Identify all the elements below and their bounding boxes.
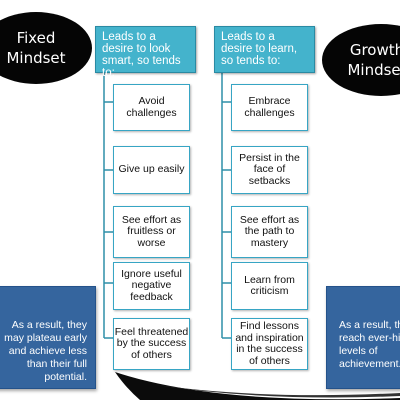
growth-connector	[221, 72, 231, 339]
growth-item-2-text: Persist in the face of setbacks	[239, 151, 300, 187]
fixed-item-1-text: Avoid challenges	[126, 95, 177, 119]
growth-item-1-text: Embrace challenges	[244, 95, 295, 119]
growth-item-5: Find lessons and inspiration in the succ…	[231, 318, 308, 370]
fixed-result-box: As a result, they may plateau early and …	[0, 286, 96, 389]
growth-result-text: As a result, they reach ever-higher leve…	[339, 319, 400, 370]
growth-item-4: Learn from criticism	[231, 262, 308, 310]
fixed-item-5-text: Feel threatened by the success of others	[114, 325, 189, 361]
growth-item-5-text: Find lessons and inspiration in the succ…	[235, 320, 304, 367]
growth-header-text: Leads to a desire to learn, so tends to:	[221, 31, 298, 67]
growth-item-4-text: Learn from criticism	[244, 273, 295, 297]
growth-item-3-text: See effort as the path to mastery	[239, 213, 300, 249]
fixed-item-3-text: See effort as fruitless or worse	[121, 213, 182, 249]
fixed-item-1: Avoid challenges	[113, 84, 190, 131]
fixed-item-4-text: Ignore useful negative feedback	[121, 267, 182, 303]
fixed-item-2: Give up easily	[113, 146, 190, 194]
fixed-header-text: Leads to a desire to look smart, so tend…	[102, 31, 181, 79]
growth-item-2: Persist in the face of setbacks	[231, 146, 308, 194]
fixed-connector	[103, 72, 113, 339]
growth-item-3: See effort as the path to mastery	[231, 206, 308, 258]
fixed-item-5: Feel threatened by the success of others	[113, 318, 190, 370]
growth-mindset-label: Growth Mindset	[347, 41, 400, 79]
fixed-result-text: As a result, they may plateau early and …	[4, 319, 87, 383]
growth-item-1: Embrace challenges	[231, 84, 308, 131]
fixed-header-box: Leads to a desire to look smart, so tend…	[95, 26, 196, 79]
growth-header-box: Leads to a desire to learn, so tends to:	[214, 26, 315, 73]
growth-result-box: As a result, they reach ever-higher leve…	[326, 286, 400, 389]
fixed-item-3: See effort as fruitless or worse	[113, 206, 190, 258]
fixed-mindset-label: Fixed Mindset	[6, 29, 66, 67]
fixed-item-4: Ignore useful negative feedback	[113, 262, 190, 310]
fixed-item-2-text: Give up easily	[118, 163, 185, 176]
fixed-mindset-oval: Fixed Mindset	[0, 12, 92, 84]
